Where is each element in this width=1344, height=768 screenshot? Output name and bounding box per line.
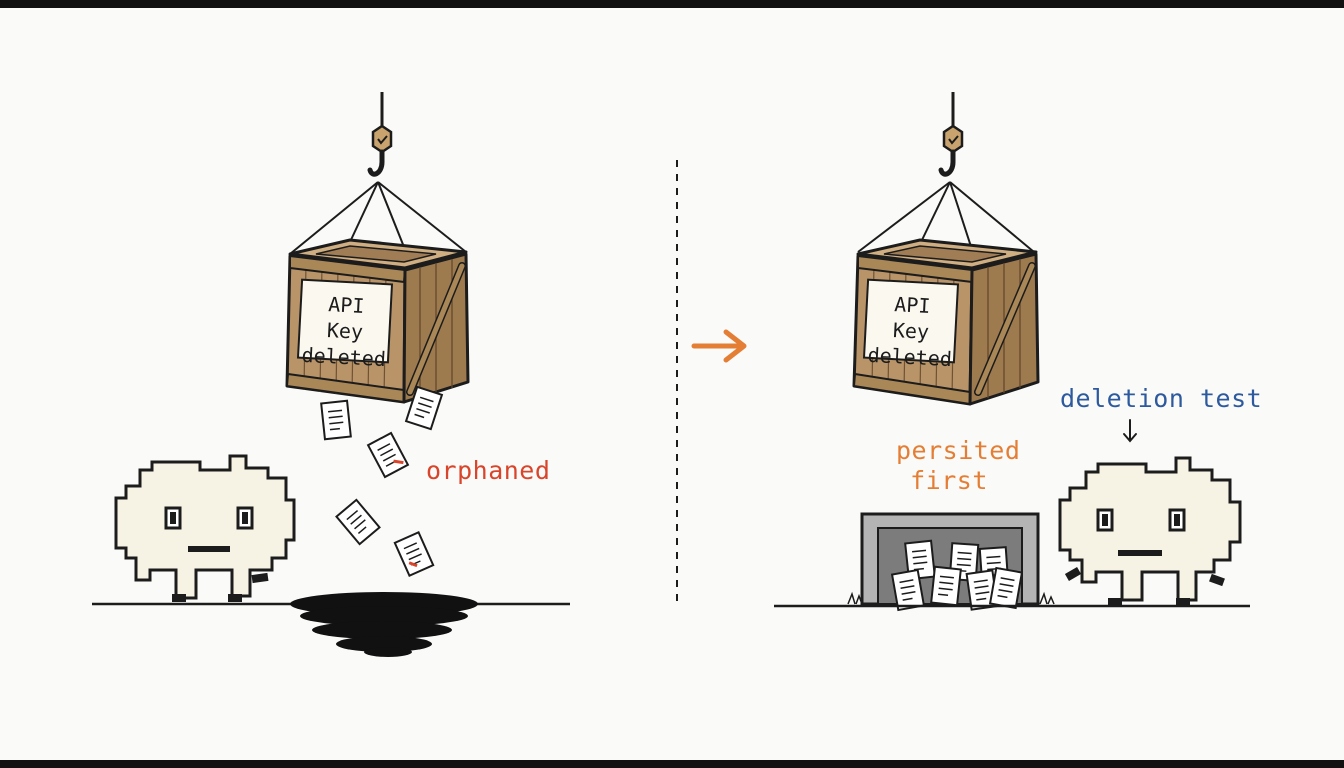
left-crate-ropes bbox=[289, 181, 467, 263]
bottom-border bbox=[0, 760, 1344, 768]
document-icon bbox=[335, 498, 381, 546]
top-border bbox=[0, 0, 1344, 8]
orphaned-annotation: orphaned bbox=[426, 456, 551, 485]
black-hole bbox=[290, 592, 478, 657]
persisted-line1: persited bbox=[896, 436, 1021, 465]
deletion-test-annotation: deletion test bbox=[1060, 384, 1263, 413]
left-creature bbox=[114, 454, 296, 602]
document-icon bbox=[930, 565, 962, 607]
right-crate-label-line2: deleted bbox=[867, 342, 953, 372]
left-crate-label-line1: API Key bbox=[326, 292, 366, 344]
left-crane-hook-icon bbox=[370, 92, 391, 174]
falling-documents bbox=[320, 385, 443, 577]
document-icon bbox=[891, 569, 925, 611]
arrow-right-icon bbox=[691, 329, 747, 363]
pointer-arrow-icon bbox=[1123, 419, 1137, 443]
left-crate-label: API Key deleted bbox=[301, 290, 389, 372]
right-crate-label-line1: API Key bbox=[892, 292, 932, 344]
right-crane-hook-icon bbox=[941, 92, 962, 174]
stored-documents bbox=[891, 539, 1023, 611]
right-creature bbox=[1058, 456, 1242, 606]
document-icon bbox=[367, 432, 409, 478]
persisted-line2: first bbox=[910, 466, 988, 495]
left-crate bbox=[285, 238, 470, 404]
persisted-first-annotation: persited first bbox=[896, 436, 1021, 496]
right-crate bbox=[852, 238, 1040, 406]
left-crate-label-line2: deleted bbox=[301, 342, 387, 372]
persistence-bin bbox=[847, 512, 1055, 611]
document-icon bbox=[320, 399, 352, 441]
right-crate-ropes bbox=[857, 181, 1035, 263]
document-icon bbox=[393, 531, 435, 577]
document-icon bbox=[989, 567, 1023, 609]
right-crate-label: API Key deleted bbox=[867, 290, 955, 372]
